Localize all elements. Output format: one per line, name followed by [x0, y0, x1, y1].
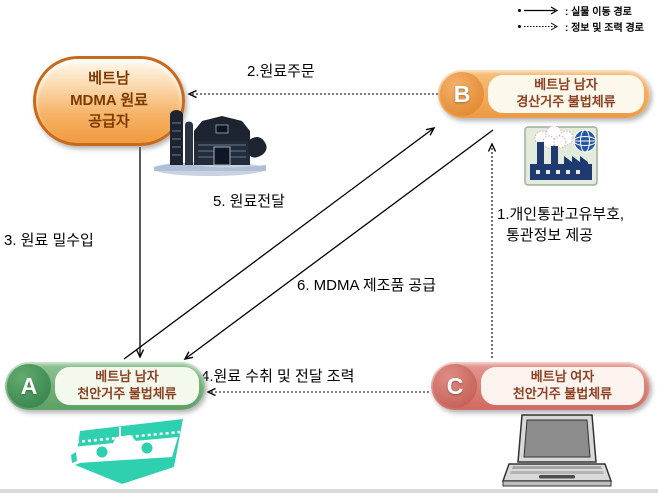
arrow-4-label: 4.원료 수취 및 전달 조력	[201, 368, 355, 385]
arrow-2-label: 2.원료주문	[247, 63, 315, 80]
arrow-1-label-line1: 1.개인통관고유부호,	[497, 206, 625, 223]
cargo-ship-icon	[68, 419, 183, 484]
arrow-1-label-line2: 통관정보 제공	[506, 227, 593, 244]
node-b-text: 베트남 남자 경산거주 불법체류	[488, 75, 644, 113]
node-b-letter: B	[440, 72, 484, 116]
arrow-6-supply	[183, 129, 494, 360]
supplier-line2: MDMA 원료	[70, 91, 148, 109]
farm-barn-icon	[154, 110, 267, 176]
supplier-line3: 공급자	[88, 113, 130, 131]
legend-dotted-label: : 정보 및 조력 경로	[565, 23, 644, 34]
node-b-line2: 경산거주 불법체류	[516, 94, 616, 109]
node-c-text: 베트남 여자 천안거주 불법체류	[481, 367, 644, 405]
arrow-1-label: 1.개인통관고유부호, 통관정보 제공	[497, 203, 624, 245]
legend: : 실물 이동 경로 : 정보 및 조력 경로	[518, 3, 644, 34]
dotted-arrow-icon	[524, 22, 558, 31]
node-supplier: 베트남 MDMA 원료 공급자	[33, 56, 185, 146]
bottom-border	[0, 489, 658, 493]
bullet-icon	[518, 25, 521, 28]
node-a-text: 베트남 남자 천안거주 불법체류	[55, 367, 199, 405]
laptop-icon	[501, 414, 612, 487]
node-a-line1: 베트남 남자	[95, 369, 159, 385]
node-c-letter: C	[433, 364, 477, 408]
node-c-line1: 베트남 여자	[530, 369, 595, 385]
arrow-3-label: 3. 원료 밀수입	[4, 232, 94, 249]
node-a-letter: A	[7, 364, 51, 408]
node-b: B 베트남 남자 경산거주 불법체류	[438, 70, 650, 118]
legend-solid-label: : 실물 이동 경로	[565, 7, 632, 18]
node-b-line1: 베트남 남자	[534, 77, 598, 93]
solid-arrow-icon	[524, 6, 559, 15]
node-c: C 베트남 여자 천안거주 불법체류	[431, 362, 650, 410]
node-c-line2: 천안거주 불법체류	[512, 386, 613, 401]
arrow-6-label: 6. MDMA 제조품 공급	[297, 277, 437, 294]
legend-solid-row: : 실물 이동 경로	[518, 3, 644, 18]
supplier-line1: 베트남	[88, 69, 130, 87]
arrow-5-label: 5. 원료전달	[213, 193, 285, 210]
arrow-5-deliver	[123, 127, 436, 360]
bullet-icon	[518, 9, 521, 12]
node-a-line2: 천안거주 불법체류	[77, 386, 177, 401]
node-a: A 베트남 남자 천안거주 불법체류	[5, 362, 205, 410]
factory-globe-icon	[524, 126, 598, 186]
legend-dotted-row: : 정보 및 조력 경로	[518, 19, 644, 34]
